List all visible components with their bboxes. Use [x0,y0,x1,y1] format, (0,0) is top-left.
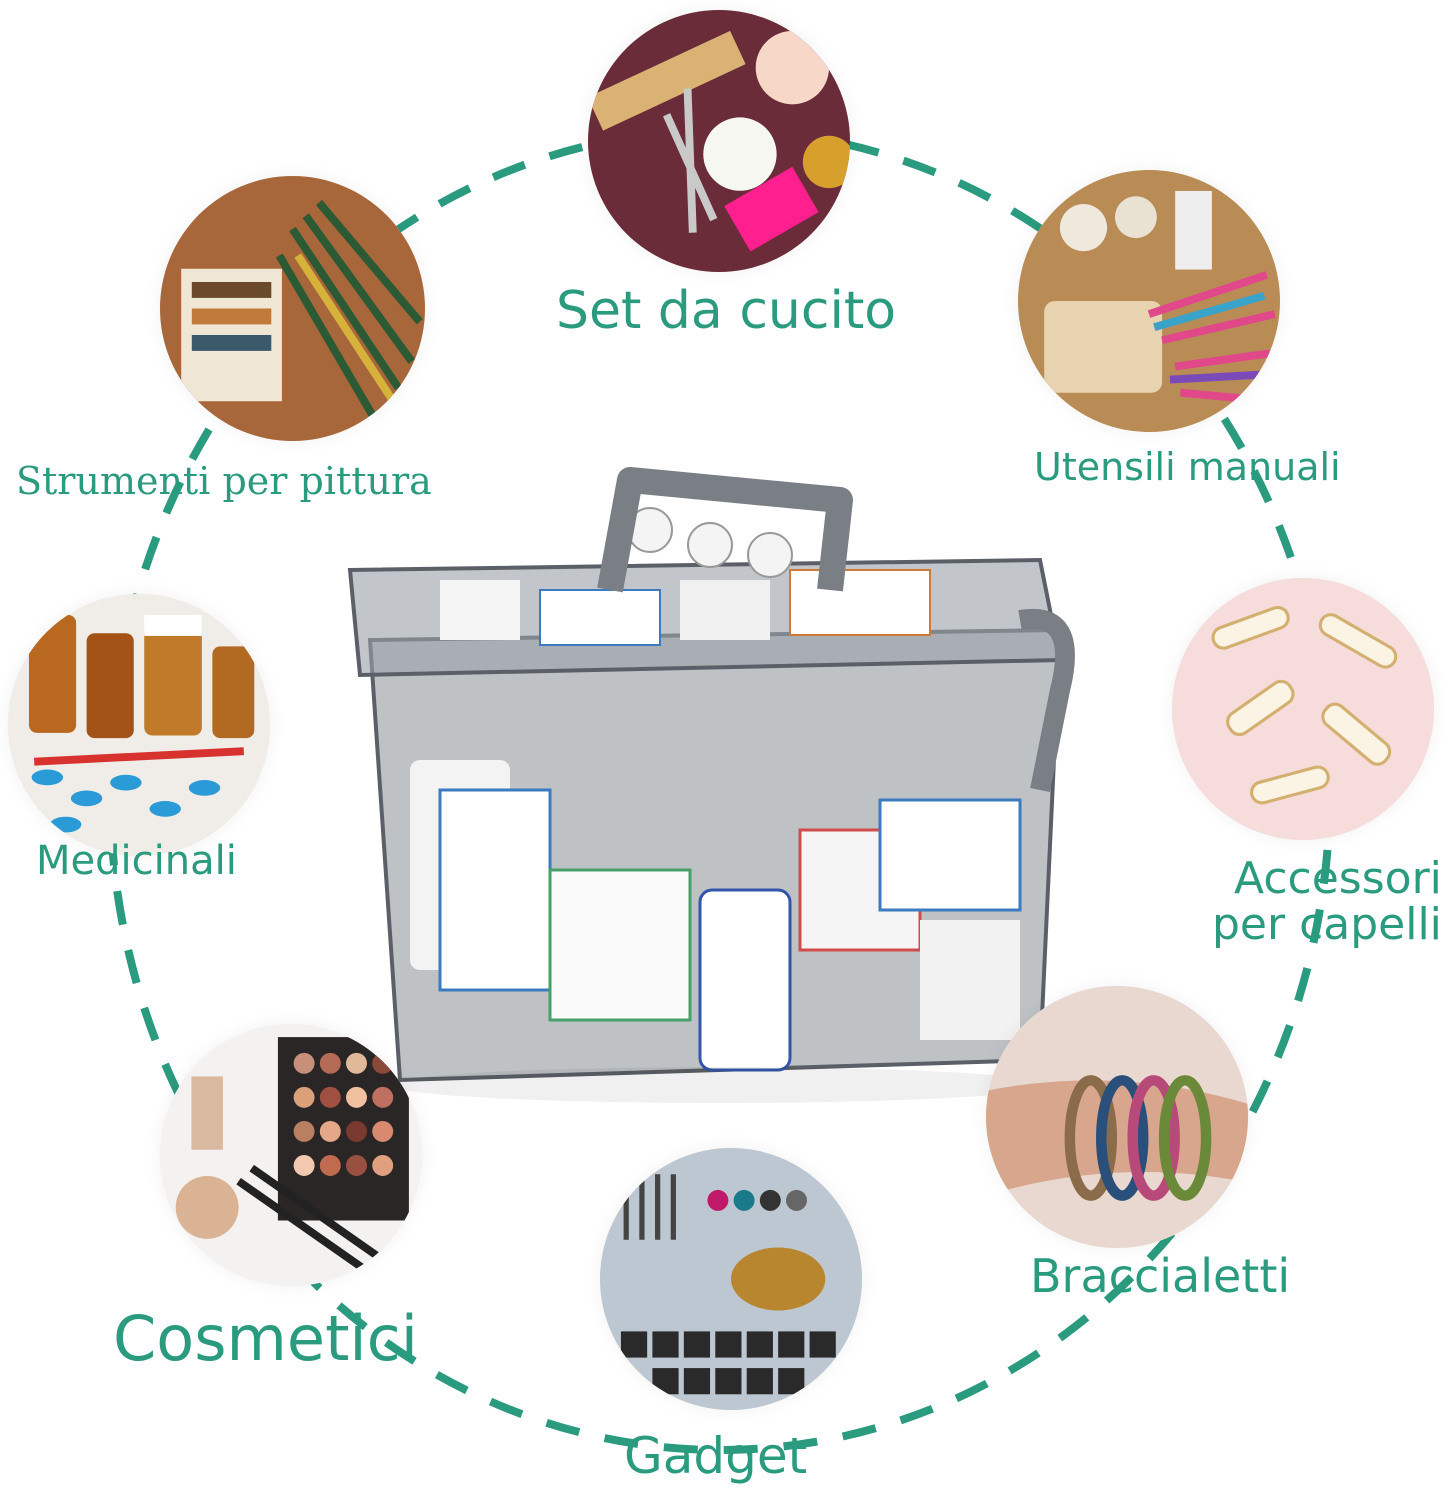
label-gadget: Gadget [624,1427,808,1485]
cosmetics-photo [160,1024,422,1286]
label-hair-accessories: Accessori per capelli [1212,853,1442,951]
gadget-photo [600,1148,862,1410]
paintbrush-icon [160,176,425,441]
label-painting-tools: Strumenti per pittura [16,459,432,503]
label-hair-accessories-line2: per capelli [1212,899,1442,951]
storage-box-image [320,460,1100,1110]
hand-tools-photo [1018,170,1280,432]
bracelet-icon [986,986,1248,1248]
label-cosmetics: Cosmetici [113,1302,418,1375]
storage-box-icon [347,467,1075,1103]
pencil-icon [1018,170,1280,432]
sewing-icon [588,10,850,272]
makeup-palette-icon [160,1024,422,1286]
label-bracelets: Braccialetti [1030,1249,1291,1303]
label-hair-accessories-line1: Accessori [1234,853,1442,904]
hair-accessories-photo [1172,578,1434,840]
label-medicines: Medicinali [36,838,237,884]
painting-tools-photo [160,176,425,441]
hairclip-icon [1172,578,1434,840]
medicines-photo [8,594,270,856]
pill-icon [8,594,270,856]
label-hand-tools: Utensili manuali [1034,445,1341,489]
label-sewing-kit: Set da cucito [556,281,897,341]
gadget-icon [600,1148,862,1410]
bracelets-photo [986,986,1248,1248]
sewing-kit-photo [588,10,850,272]
